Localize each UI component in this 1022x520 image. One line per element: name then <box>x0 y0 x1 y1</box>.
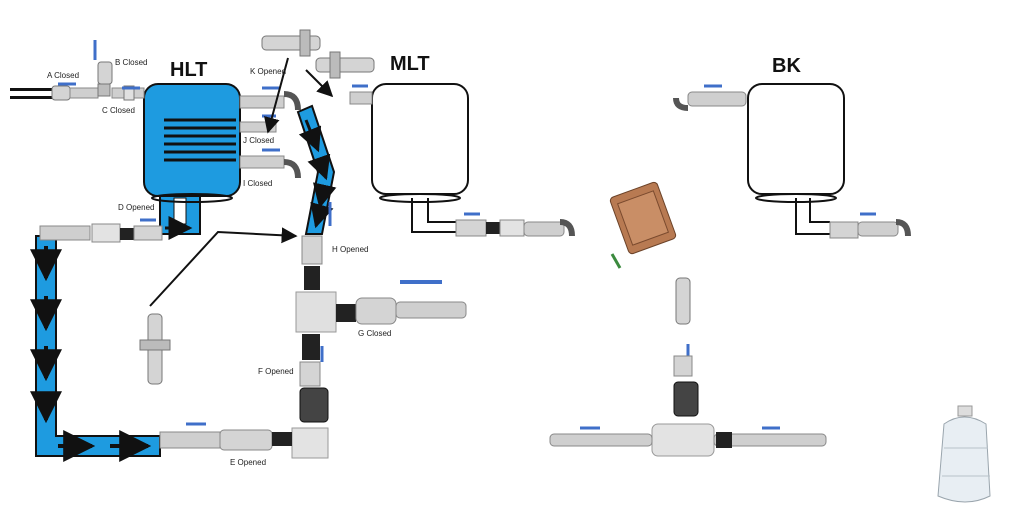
pointer-arrow-h <box>149 227 298 307</box>
pointer-arrow-k2 <box>305 69 334 98</box>
mlt-outlet-valve[interactable] <box>455 212 575 237</box>
bk-vessel <box>747 83 845 235</box>
valve-e-assembly[interactable] <box>159 422 292 451</box>
camlock-loose-left <box>139 313 171 385</box>
bk-inlet-valve[interactable] <box>673 84 747 111</box>
valve-f-label: F Opened <box>258 367 294 376</box>
valve-e-label: E Opened <box>230 458 266 467</box>
valve-k-label: K Opened <box>250 67 286 76</box>
valve-i-assembly[interactable] <box>239 148 301 179</box>
right-manifold <box>549 277 827 457</box>
mlt-vessel <box>371 83 469 233</box>
hlt-title: HLT <box>170 59 207 81</box>
bk-outlet-valve[interactable] <box>829 212 911 239</box>
diagonal-flow-channel <box>296 104 337 235</box>
valve-g-label: G Closed <box>358 329 391 338</box>
water-jug-icon <box>937 405 991 503</box>
valve-c-label: C Closed <box>102 106 135 115</box>
vertical-manifold <box>291 202 337 459</box>
valve-a[interactable] <box>10 82 99 101</box>
valve-a-label: A Closed <box>47 71 79 80</box>
valve-h-label: H Opened <box>332 245 368 254</box>
valve-b[interactable] <box>93 40 113 97</box>
valve-c[interactable] <box>111 85 145 101</box>
mlt-inlet-valve[interactable] <box>349 84 373 105</box>
camlock-loose-top-2 <box>315 51 375 79</box>
mlt-title: MLT <box>390 53 430 75</box>
pointer-arrow-k <box>264 57 289 134</box>
valve-i-label: I Closed <box>243 179 272 188</box>
valve-g-assembly[interactable] <box>336 280 467 325</box>
main-flow-channel <box>30 235 161 462</box>
bk-title: BK <box>772 55 801 77</box>
valve-d-assembly[interactable] <box>39 218 163 243</box>
hlt-vessel <box>143 83 241 203</box>
valve-k-assembly[interactable] <box>239 86 301 111</box>
plate-chiller-icon <box>609 181 677 269</box>
valve-d-label: D Opened <box>118 203 154 212</box>
valve-j-label: J Closed <box>243 136 274 145</box>
valve-b-label: B Closed <box>115 58 147 67</box>
camlock-loose-top-1 <box>261 29 321 57</box>
